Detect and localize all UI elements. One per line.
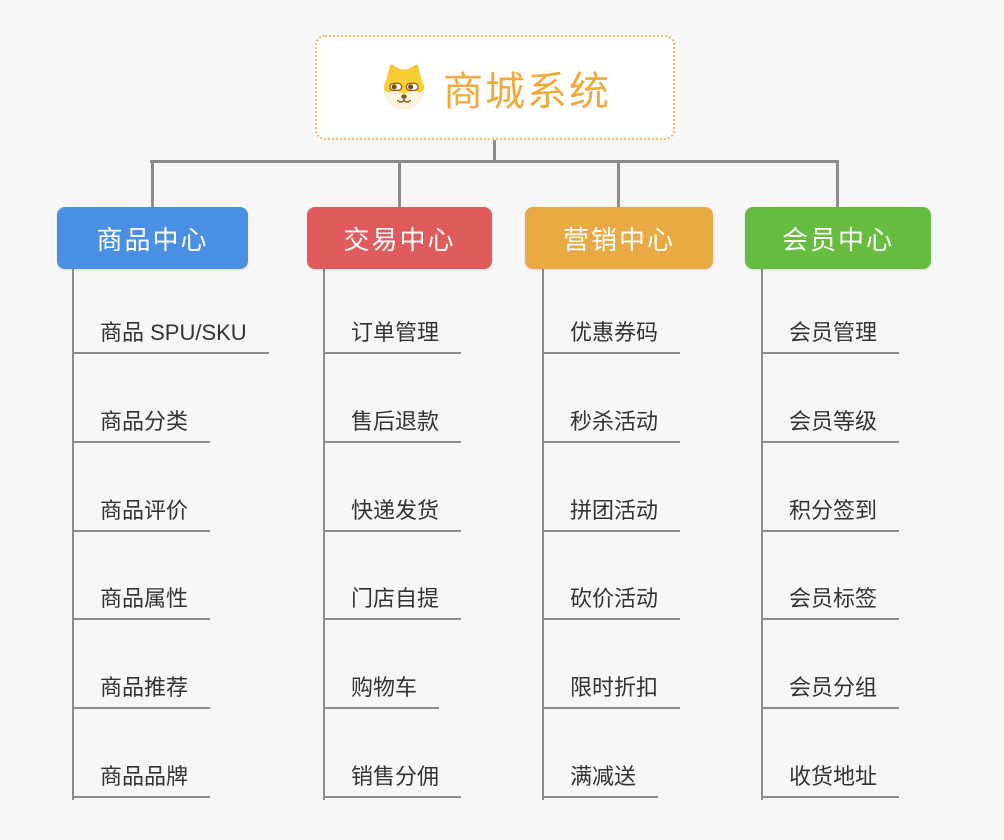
leaf-node[interactable]: 商品品牌 [72,763,211,798]
connector-horizontal [150,160,839,163]
leaf-node[interactable]: 收货地址 [761,763,900,798]
branch-marketing[interactable]: 营销中心 [525,207,713,269]
dog-icon [383,64,425,110]
leaf-node[interactable]: 商品属性 [72,585,211,620]
leaf-node[interactable]: 优惠券码 [542,319,681,354]
leaf-node[interactable]: 订单管理 [323,319,462,354]
leaf-node[interactable]: 会员分组 [761,674,900,709]
leaf-node[interactable]: 会员标签 [761,585,900,620]
branch-trade[interactable]: 交易中心 [307,207,492,269]
leaf-node[interactable]: 商品评价 [72,497,211,532]
leaf-node[interactable]: 会员管理 [761,319,900,354]
leaf-node[interactable]: 积分签到 [761,497,900,532]
leaf-node[interactable]: 砍价活动 [542,585,681,620]
leaf-node[interactable]: 商品推荐 [72,674,211,709]
leaf-node[interactable]: 购物车 [323,674,440,709]
leaf-node[interactable]: 秒杀活动 [542,408,681,443]
leaf-node[interactable]: 销售分佣 [323,763,462,798]
branch-trunk [542,268,544,800]
connector-drop [617,160,620,208]
connector-drop [836,160,839,208]
branch-trunk [323,268,325,800]
leaf-node[interactable]: 会员等级 [761,408,900,443]
branch-trunk [72,268,74,800]
leaf-node[interactable]: 限时折扣 [542,674,681,709]
branch-label: 交易中心 [343,224,456,255]
connector-drop [398,160,401,208]
root-node[interactable]: 商城系统 [315,35,675,140]
leaf-node[interactable]: 拼团活动 [542,497,681,532]
branch-label: 商品中心 [96,224,209,255]
branch-label: 营销中心 [562,224,675,255]
connector-drop [151,160,154,208]
leaf-node[interactable]: 商品分类 [72,408,211,443]
branch-product[interactable]: 商品中心 [57,207,248,269]
leaf-node[interactable]: 满减送 [542,763,659,798]
leaf-node[interactable]: 快递发货 [323,497,462,532]
branch-label: 会员中心 [781,224,894,255]
leaf-node[interactable]: 售后退款 [323,408,462,443]
branch-member[interactable]: 会员中心 [745,207,931,269]
connector-root-stem [493,140,496,162]
root-title: 商城系统 [443,69,611,114]
leaf-node[interactable]: 商品 SPU/SKU [72,319,269,354]
branch-trunk [761,268,763,800]
leaf-node[interactable]: 门店自提 [323,585,462,620]
